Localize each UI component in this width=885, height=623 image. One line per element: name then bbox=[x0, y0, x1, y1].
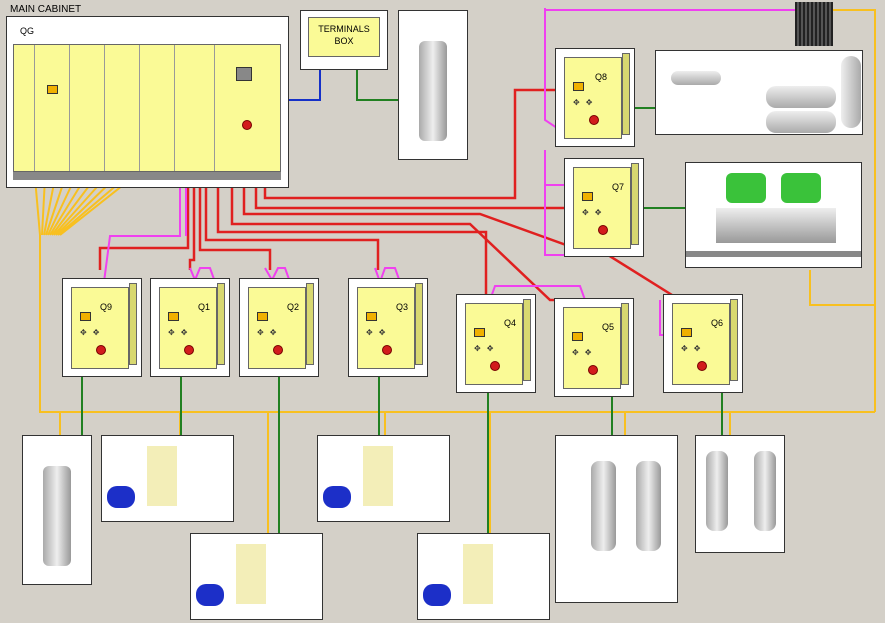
ground-lines bbox=[34, 9, 876, 535]
pump-panel-3 bbox=[190, 533, 323, 620]
pump-panel-4 bbox=[417, 533, 550, 620]
chiller-panel bbox=[685, 162, 862, 268]
cabinet-q5: Q5 ✥✥ bbox=[563, 307, 621, 389]
cabinet-q1: Q1 ✥✥ bbox=[159, 287, 217, 369]
dryer-panel-small bbox=[695, 435, 785, 553]
qg-label: QG bbox=[20, 26, 35, 36]
cabinet-q7-panel: Q7 ✥✥ bbox=[564, 158, 644, 257]
cabinet-q3: Q3 ✥✥ bbox=[357, 287, 415, 369]
tank-assembly-panel bbox=[655, 50, 863, 135]
cabinet-q5-panel: Q5 ✥✥ bbox=[554, 298, 634, 397]
cabinet-q2: Q2 ✥✥ bbox=[248, 287, 306, 369]
cabinet-q1-panel: Q1 ✥✥ bbox=[150, 278, 230, 377]
cabinet-q7: Q7 ✥✥ bbox=[573, 167, 631, 249]
boiler-panel-bottom bbox=[22, 435, 92, 585]
cabinet-q8: Q8 ✥✥ bbox=[564, 57, 622, 139]
cabinet-q3-label: Q3 bbox=[396, 302, 409, 312]
box-label: BOX bbox=[334, 36, 354, 46]
cabinet-q9-label: Q9 bbox=[100, 302, 113, 312]
cabinet-q7-label: Q7 bbox=[612, 182, 625, 192]
cabinet-q1-label: Q1 bbox=[198, 302, 211, 312]
cabinet-q3-panel: Q3 ✥✥ bbox=[348, 278, 428, 377]
cabinet-q2-label: Q2 bbox=[287, 302, 300, 312]
cabinet-q4-label: Q4 bbox=[504, 318, 517, 328]
pump-panel-1 bbox=[101, 435, 234, 522]
terminals-box: TERMINALS BOX bbox=[308, 17, 380, 57]
qg-display bbox=[236, 67, 252, 81]
terminals-box-panel: TERMINALS BOX bbox=[300, 10, 388, 70]
equipment-lines bbox=[81, 60, 723, 535]
cabinet-q8-panel: Q8 ✥✥ bbox=[555, 48, 635, 147]
pump-panel-2 bbox=[317, 435, 450, 522]
dryer-panel-large bbox=[555, 435, 678, 603]
main-cabinet-caption: MAIN CABINET bbox=[10, 4, 82, 15]
cabinet-q4-panel: Q4 ✥✥ bbox=[456, 294, 536, 393]
boiler-panel-top bbox=[398, 10, 468, 160]
terminals-label: TERMINALS bbox=[318, 24, 370, 34]
cabinet-q6-label: Q6 bbox=[711, 318, 724, 328]
cabinet-q9-panel: Q9 ✥✥ bbox=[62, 278, 142, 377]
cabinet-q4: Q4 ✥✥ bbox=[465, 303, 523, 385]
cabinet-q5-label: Q5 bbox=[602, 322, 615, 332]
cabinet-q8-label: Q8 bbox=[595, 72, 608, 82]
cabinet-q9: Q9 ✥✥ bbox=[71, 287, 129, 369]
cabinet-q6: Q6 ✥✥ bbox=[672, 303, 730, 385]
power-lines bbox=[98, 88, 681, 302]
main-cabinet-panel: QG bbox=[6, 16, 289, 188]
cabinet-q2-panel: Q2 ✥✥ bbox=[239, 278, 319, 377]
vent-grille bbox=[795, 2, 833, 46]
cabinet-q6-panel: Q6 ✥✥ bbox=[663, 294, 743, 393]
boiler-tank bbox=[419, 41, 447, 141]
qg-cabinet bbox=[13, 44, 281, 172]
